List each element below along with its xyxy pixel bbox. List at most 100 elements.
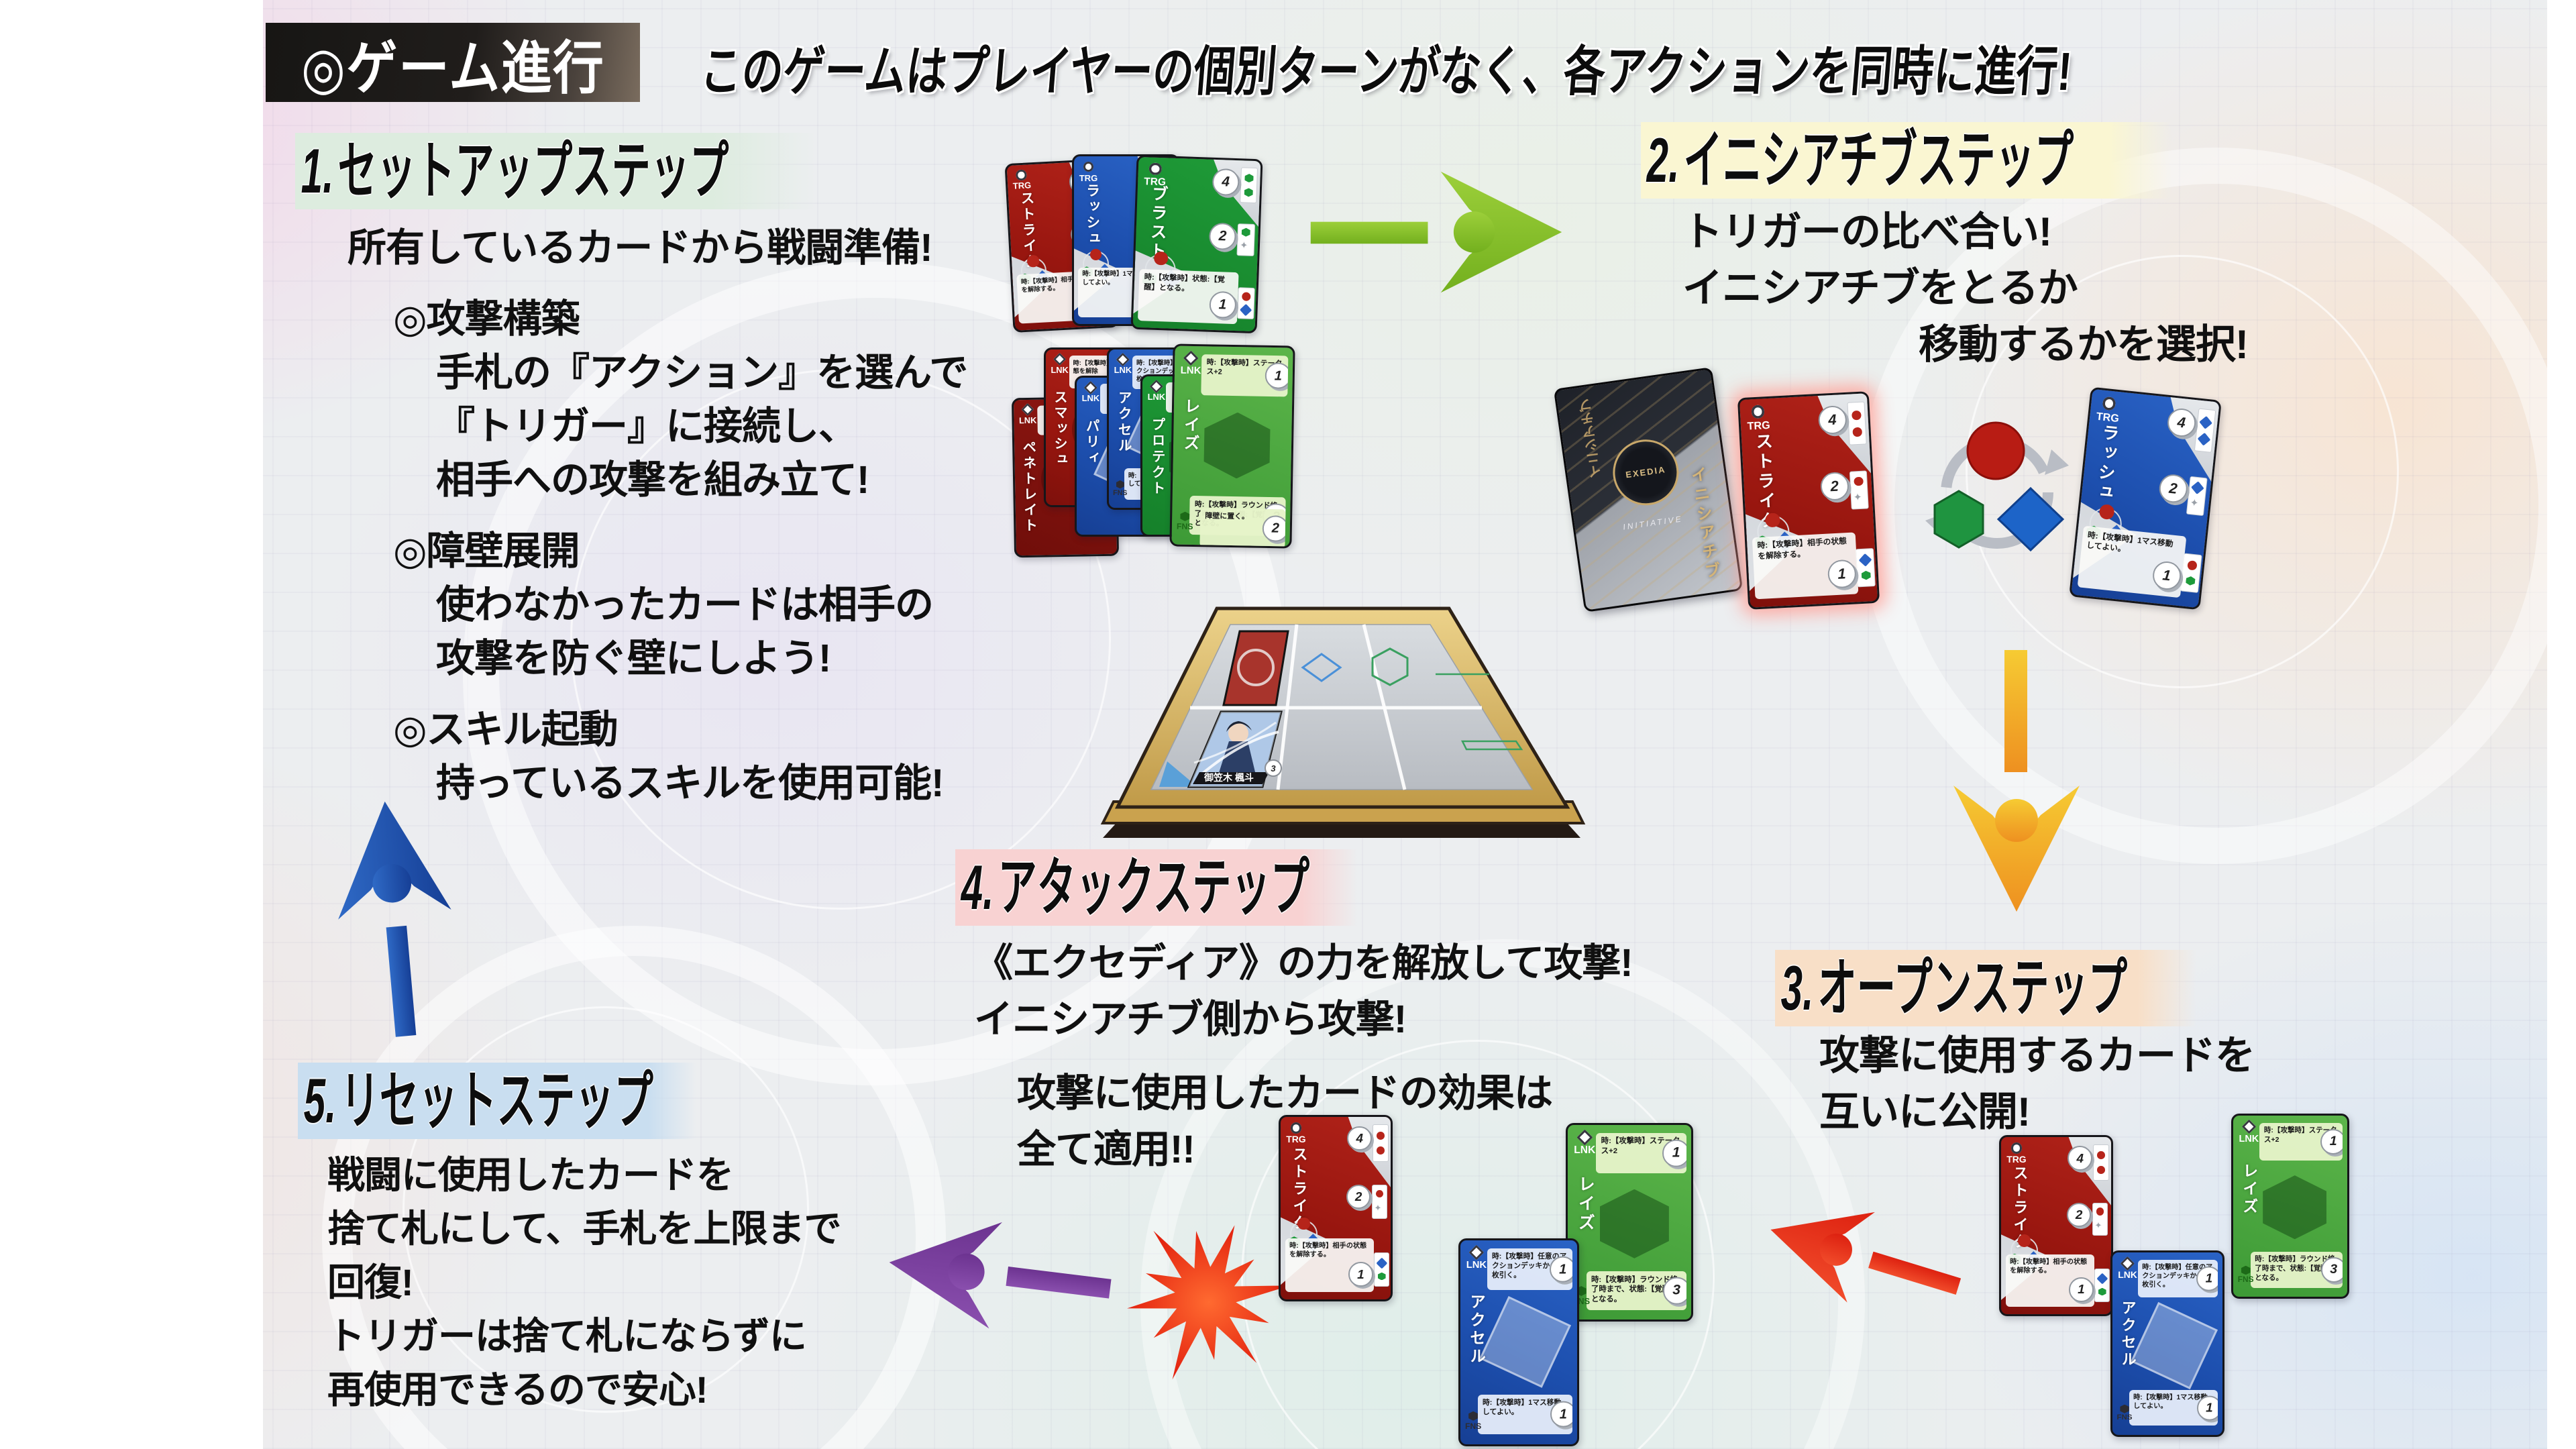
status-item-chip: ✦: [1371, 1184, 1388, 1219]
card-effect-text: 時:【攻撃時】1マス移動してよい。1: [2129, 1390, 2218, 1426]
finish-badge: FNS: [1465, 1411, 1481, 1430]
hud-ring-decoration: [1966, 255, 2399, 688]
step4-line: イニシアチブ側から攻撃!: [974, 998, 1407, 1041]
status-badge: 1: [2196, 1266, 2218, 1291]
card-type-badge: LNK: [1082, 380, 1099, 403]
step1-line: ◎攻撃構築: [393, 297, 580, 341]
card-name: レイズ: [2240, 1163, 2258, 1216]
step1-title: セットアップステップ: [337, 136, 729, 206]
status-item-chip: [1373, 1124, 1389, 1163]
board-zone-triangle: [1159, 761, 1197, 787]
status-badge: 2: [1819, 471, 1849, 501]
status-badge: 1: [1348, 1262, 1373, 1287]
finish-icon: [2241, 1265, 2251, 1275]
link-icon: [1149, 379, 1163, 393]
initiative-card: イニシアチブ EXEDIA INITIATIVE イニシアチブ: [1553, 367, 1743, 612]
status-badge: 2: [2066, 1202, 2092, 1228]
status-badge: 2: [1208, 222, 1237, 251]
board-status-value: 3: [1271, 763, 1276, 773]
exedia-emblem: EXEDIA: [1608, 435, 1683, 510]
board-card-character: 御笠木 楓斗 3: [1187, 710, 1283, 788]
hud-ring-decoration: [570, 369, 1111, 910]
step1-line: ◎障壁展開: [393, 529, 580, 573]
step5-line: トリガーは捨て札にならずに: [327, 1315, 807, 1357]
red-left-arrow-icon: [1770, 1212, 1962, 1303]
step1-body: 所有しているカードから戦闘準備! ◎攻撃構築 手札の『アクション』を選んで 『ト…: [295, 221, 968, 810]
card-effect-text: 時:【攻撃時】任意のアクションデッキから1枚引く。1: [2137, 1259, 2218, 1297]
link-icon: [1183, 350, 1199, 366]
trigger-icon: [2102, 396, 2116, 411]
card-name: アクセル: [2119, 1299, 2137, 1368]
initiative-caption: INITIATIVE: [1622, 514, 1684, 532]
step5-line: 回復!: [327, 1261, 414, 1303]
card-type-badge: TRG: [1286, 1122, 1306, 1144]
card-type-badge: LNK: [2239, 1119, 2259, 1144]
board-player-name: 御笠木 楓斗: [1203, 772, 1254, 783]
orange-down-arrow-icon: [1953, 650, 2080, 912]
trigger-icon: [2010, 1142, 2023, 1154]
cycle-arrowhead: [2045, 449, 2069, 475]
game-card-accel: LNK アクセル時:【攻撃時】任意のアクションデッキから1枚引く。1 時:【攻撃時】…: [2110, 1250, 2224, 1437]
step3-title: オープンステップ: [1817, 953, 2128, 1023]
card-name: レイズ: [1180, 397, 1200, 453]
status-item-chip: [1374, 1252, 1390, 1287]
status-item-chip: ✦: [2092, 1202, 2108, 1236]
initiative-label: イニシアチブ: [1686, 465, 1721, 583]
finish-icon: [1468, 1411, 1479, 1421]
card-type-badge: LNK: [1114, 352, 1132, 375]
step3-number: 3.: [1780, 953, 1814, 1023]
step5-title: リセットステップ: [340, 1065, 653, 1136]
card-effect-text: 時:【攻撃時】1マス移動してよい。1: [1478, 1394, 1573, 1434]
red-circle-icon: [1153, 251, 1169, 266]
card-emblem: [1599, 1189, 1669, 1258]
card-emblem: [1203, 412, 1271, 479]
step4-number: 4.: [961, 852, 994, 922]
page-title-badge: ◎ゲーム進行: [266, 23, 640, 102]
brand-label: EXEDIA: [1625, 464, 1667, 480]
step1-line: 持っているスキルを使用可能!: [436, 761, 944, 805]
headline: このゲームはプレイヤーの個別ターンがなく、各アクションを同時に進行!: [698, 42, 2074, 101]
finish-badge: FNS: [1113, 480, 1127, 496]
status-item-chip: ✦: [1236, 223, 1255, 256]
status-badge: 1: [1550, 1401, 1573, 1428]
step2-line: トリガーの比べ合い!: [1682, 209, 2052, 254]
trigger-cycle-icons: [1925, 421, 2069, 552]
card-type-badge: LNK: [1019, 402, 1036, 425]
status-item-chip: ✦: [2186, 476, 2208, 517]
status-item-chip: [2093, 1144, 2109, 1181]
link-icon: [1021, 402, 1034, 417]
red-circle-icon: [1966, 421, 2025, 480]
step5-line: 捨て札にして、手札を上限まで: [327, 1208, 842, 1250]
step1-line: 攻撃を防ぐ壁にしよう!: [436, 637, 831, 680]
board-zone-hexagon: [1371, 647, 1409, 686]
step4-heading: 4.アタックステップ: [955, 849, 1358, 926]
step1-line: 所有しているカードから戦闘準備!: [347, 226, 933, 270]
card-name: アクセル: [1467, 1293, 1485, 1366]
step2-heading: 2.イニシアチブステップ: [1641, 122, 2172, 199]
link-icon: [1083, 380, 1097, 394]
red-circle-icon: [2018, 1234, 2031, 1247]
step1-line: 使わなかったカードは相手の: [436, 583, 934, 627]
card-type-badge: LNK: [2118, 1256, 2137, 1280]
card-effect-text: 時:【攻撃時】ラウンド終了時まで、状態:【覚醒】となる。3: [2250, 1252, 2343, 1288]
card-type-badge: TRG: [1746, 405, 1770, 432]
card-type-badge: LNK: [1181, 350, 1201, 376]
status-badge: 2: [2157, 473, 2189, 504]
step3-heading: 3.オープンステップ: [1775, 950, 2196, 1026]
initiative-opponent-label: イニシアチブ: [1578, 396, 1605, 479]
trigger-icon: [1290, 1122, 1302, 1134]
card-type-badge: LNK: [1148, 379, 1165, 402]
card-name: ラッシュ: [2092, 423, 2120, 504]
card-effect-text: 時:【攻撃時】ラウンド終了時まで、状態:【覚醒】となる。3: [1586, 1271, 1686, 1310]
step2-line: イニシアチブをとるか: [1682, 266, 2078, 311]
status-badge: 2: [1346, 1184, 1371, 1210]
red-circle-icon: [1297, 1217, 1310, 1230]
card-name: ペネトレイト: [1020, 440, 1037, 535]
link-icon: [1468, 1244, 1485, 1260]
